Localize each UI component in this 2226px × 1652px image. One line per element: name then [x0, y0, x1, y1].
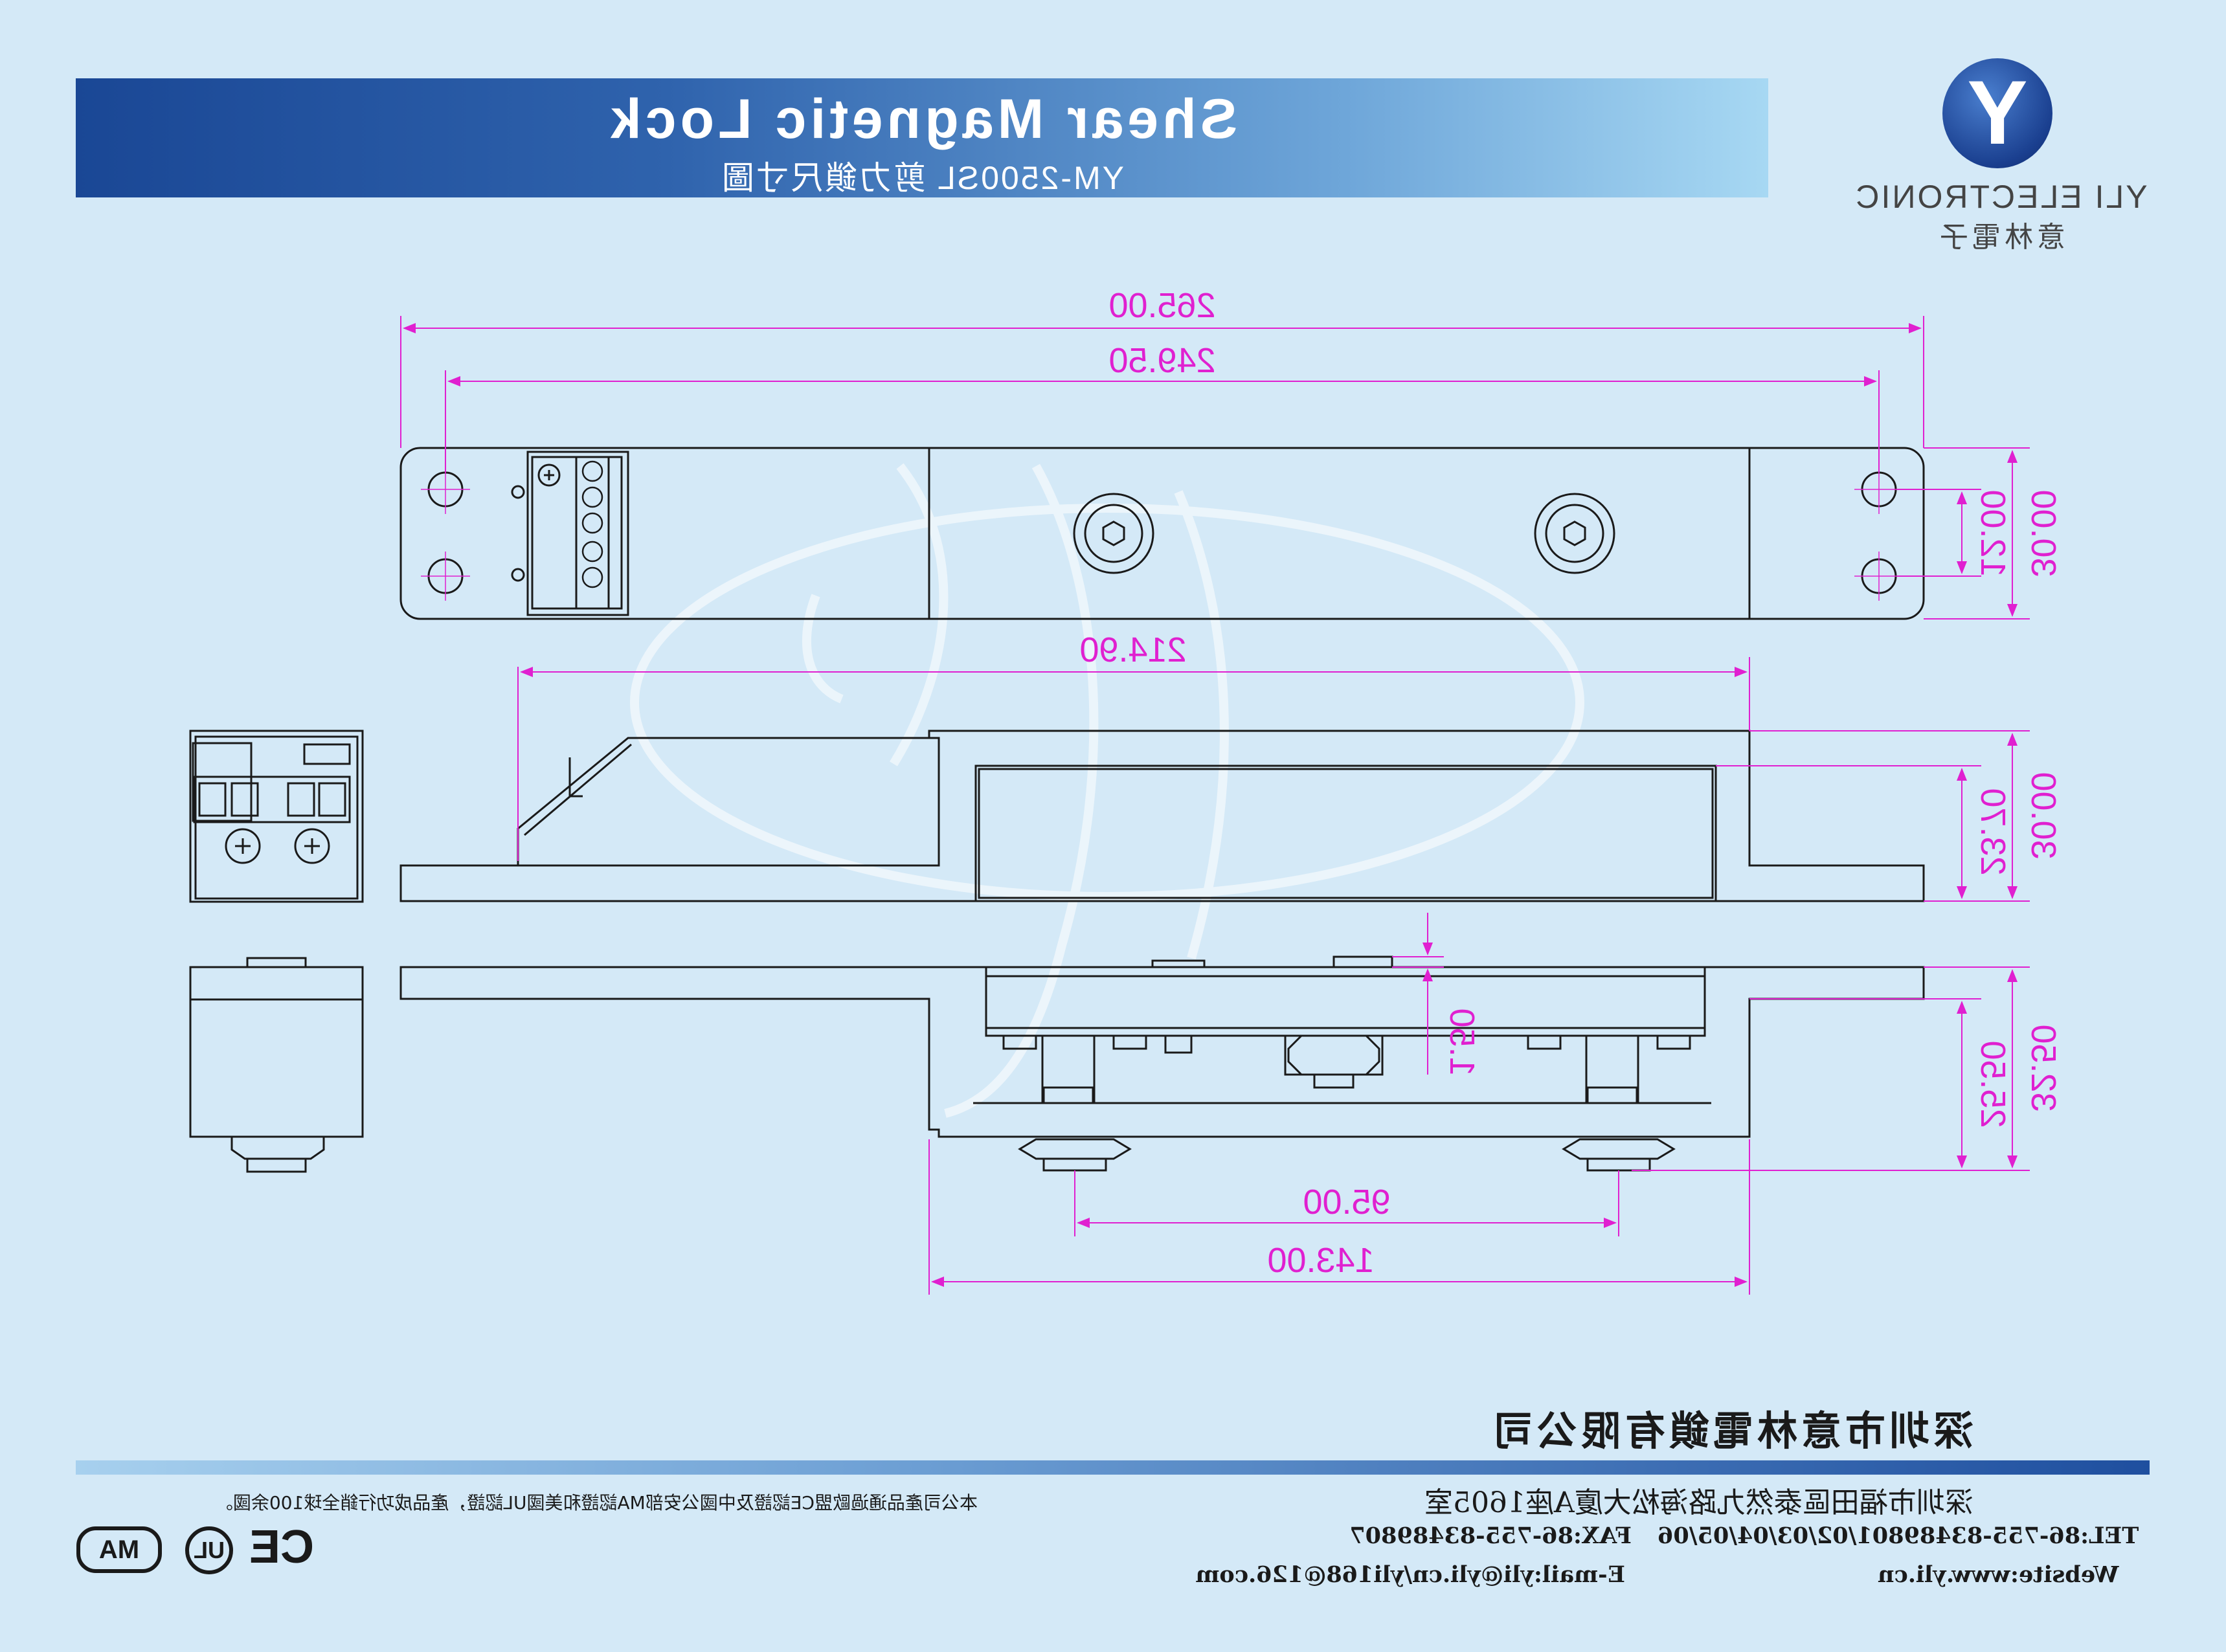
- mounting-plate-top: [399, 447, 1925, 620]
- armature-view: [399, 955, 1925, 1172]
- dim-label-side-total: 30.00: [2024, 772, 2063, 859]
- company-fax: FAX:86-755-83489807: [1349, 1523, 1632, 1549]
- company-website: Website:www.yli.cn: [1878, 1561, 2119, 1588]
- logo-emblem: Y: [1942, 58, 2052, 168]
- hex-screw-icon: [1073, 493, 1154, 574]
- watermark-logo: [630, 463, 1584, 1118]
- dim-label-plate-height: 30.00: [2024, 489, 2063, 577]
- certification-note: 本公司產品通過歐盟CE認證及中國公安部MA認證和美國UL認證，產品成功行銷全球1…: [214, 1492, 978, 1513]
- ma-cert-label: MA: [76, 1526, 162, 1573]
- dim-label-bolt-spacing: 95.00: [1303, 1183, 1390, 1222]
- ce-cert-icon: CE: [249, 1521, 314, 1573]
- electromagnet-body: [974, 765, 1717, 902]
- company-logo: Y YLI ELECTRONIC 意林電子: [1852, 58, 2150, 265]
- end-view: [189, 730, 364, 903]
- dim-label-armature-total: 32.50: [2024, 1024, 2063, 1111]
- dim-label-armature-length: 143.00: [1267, 1241, 1374, 1280]
- company-name: 深圳市意林電鎖有限公司: [1489, 1407, 1974, 1455]
- dim-label-gap: 1.50: [1443, 1008, 1481, 1076]
- dim-label-overall-length: 265.00: [1108, 286, 1215, 325]
- dim-label-armature-body: 25.50: [1973, 1040, 2012, 1128]
- logo-mark: Y: [1967, 61, 2028, 163]
- company-email: E-mail:yli@yli.cn/yli168@126.com: [1195, 1561, 1625, 1588]
- dim-label-side-body: 23.70: [1973, 788, 2012, 875]
- company-address: 深圳市福田區泰然九路海松大廈A座1605室: [1424, 1486, 1973, 1519]
- title-banner: Shear Magnetic Lock YM-2500SL 剪力鎖尺寸圖: [76, 78, 1768, 197]
- screw-icon: [225, 828, 261, 864]
- terminal-screw-icon: [537, 463, 561, 487]
- dim-label-hole-pitch: 12.00: [1973, 489, 2012, 577]
- dimension-labels: 265.00 249.50 214.90 95.00 143.00 30.00 …: [1079, 286, 2063, 1280]
- ul-cert-icon: UL: [181, 1521, 233, 1574]
- terminal-block: [575, 456, 610, 610]
- armature-end-body: [189, 966, 364, 1138]
- side-view: [399, 730, 1925, 902]
- dim-label-body-length: 214.90: [1079, 631, 1186, 669]
- dimension-lines: [400, 316, 2030, 1295]
- armature-end-view: [189, 957, 364, 1173]
- company-tel: TEL:86-755-83489801/02/03/04/05/06: [1658, 1523, 2139, 1549]
- screw-icon: [294, 828, 330, 864]
- end-view-body: [189, 730, 364, 903]
- armature-plate: [985, 966, 1706, 1037]
- ul-cert-label: UL: [185, 1526, 233, 1574]
- hex-screw-icon: [1534, 493, 1615, 574]
- dim-label-hole-spacing: 249.50: [1108, 341, 1215, 380]
- footer-divider: [76, 1460, 2150, 1475]
- ma-cert-icon: MA: [76, 1521, 162, 1573]
- top-view: [399, 447, 1925, 620]
